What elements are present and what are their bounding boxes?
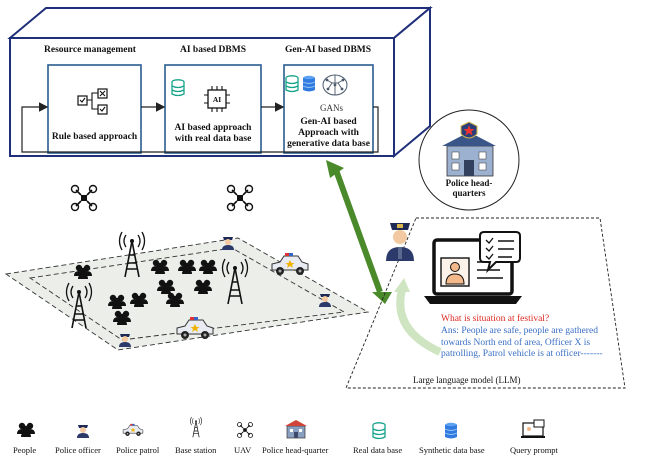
ground-area-inner — [28, 247, 346, 341]
ai-chip-icon: AI — [204, 86, 230, 112]
module-heading-resource: Resource management — [44, 45, 136, 55]
legend-real-db-icon — [372, 422, 386, 440]
real-db-icon-module — [171, 79, 185, 97]
legend-base-station-icon — [190, 416, 202, 438]
legend-label-real-db: Real data base — [353, 445, 403, 455]
officer-query-arrow — [396, 289, 442, 356]
chat-answer: Ans: People are safe, people are gathere… — [441, 326, 603, 359]
legend-label-police-officer: Police officer — [55, 445, 101, 455]
police-hq-label: Police head-quarters — [445, 178, 493, 198]
legend-label-police-patrol: Police patrol — [116, 445, 160, 455]
legend-label-query-prompt: Query prompt — [510, 445, 558, 455]
hq-to-llm-link-arrow — [326, 160, 392, 304]
real-db-icon-genai — [285, 75, 299, 93]
module-heading-genai-dbms: Gen-AI based DBMS — [285, 45, 372, 55]
legend-people-icon — [17, 423, 35, 437]
feedback-loop-arrow — [21, 102, 379, 153]
module-text-ai-dbms: AI based approach with real data base — [174, 123, 252, 144]
legend-label-police-hq: Police head-quarter — [262, 445, 329, 455]
legend-label-base-station: Base station — [175, 445, 217, 455]
gans-label: GANs — [320, 103, 344, 113]
legend-label-uav: UAV — [234, 445, 252, 455]
police-hq-node — [418, 109, 520, 211]
legend-synthetic-db-icon — [444, 422, 458, 439]
module-box-ai-dbms — [164, 64, 262, 154]
legend-police-patrol-icon — [122, 423, 144, 437]
legend-query-prompt-icon — [521, 419, 545, 438]
synthetic-db-icon-genai — [302, 75, 316, 92]
legend-label-synthetic-db: Synthetic data base — [419, 445, 485, 455]
uav-icon-1 — [70, 184, 98, 212]
officer-query-arrowhead — [394, 278, 410, 292]
module-text-resource: Rule based approach — [51, 132, 138, 142]
query-laptop-icon — [424, 231, 522, 304]
llm-pyramid — [345, 217, 626, 389]
ai-chip-label: AI — [213, 95, 221, 104]
rule-flow-icon — [77, 88, 108, 115]
chat-question: What is situation at festival? — [441, 314, 550, 324]
llm-label: Large language model (LLM) — [413, 375, 521, 385]
brain-network-icon — [322, 74, 348, 96]
police-officer-llm-figure — [386, 223, 414, 261]
module-text-genai-dbms: Gen-AI based Approach with generative da… — [287, 117, 370, 149]
module-heading-ai-dbms: AI based DBMS — [180, 45, 246, 55]
legend-police-hq-icon — [284, 419, 308, 439]
legend-uav-icon — [237, 422, 253, 438]
legend-police-officer-icon — [77, 425, 89, 438]
legend-label-people: People — [13, 445, 37, 455]
uav-icon-2 — [226, 184, 254, 212]
